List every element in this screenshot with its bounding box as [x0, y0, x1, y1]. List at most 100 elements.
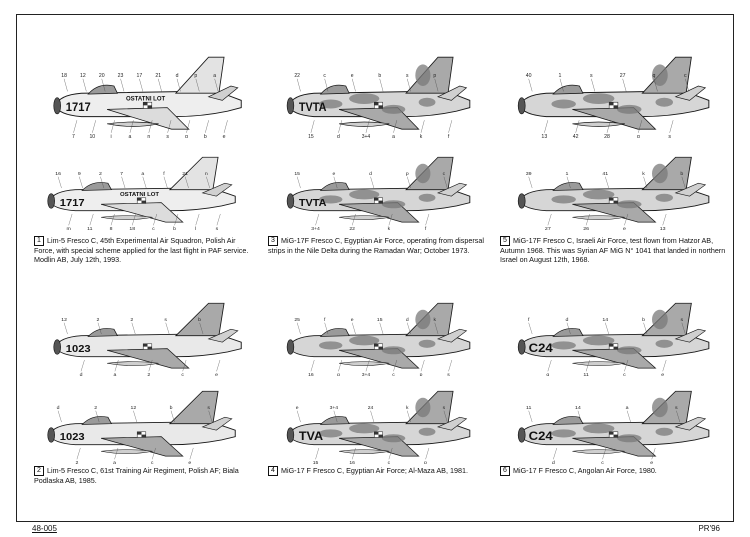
- camo-patch: [418, 193, 436, 202]
- tailplane: [674, 182, 707, 197]
- callout-label: 3+4: [330, 405, 339, 411]
- callout-label: f: [528, 317, 530, 323]
- callout-label: c: [323, 73, 326, 79]
- callout-label: 3+4: [362, 134, 371, 138]
- callout-label: 21: [182, 171, 188, 177]
- callout-label: d: [176, 73, 179, 79]
- camo-patch: [582, 423, 615, 434]
- camo-patch: [349, 335, 380, 346]
- drop-tank: [572, 361, 625, 366]
- camo-patch: [652, 397, 668, 418]
- national-marking: [374, 343, 383, 350]
- callout-label: 3+4: [362, 372, 371, 376]
- callout-label: 15: [294, 171, 300, 177]
- aircraft-serial: 1023: [66, 343, 91, 355]
- callout-label: g: [546, 372, 549, 376]
- tailplane: [674, 85, 707, 101]
- callout-label: 1: [566, 171, 569, 177]
- callout-label: j: [110, 134, 112, 138]
- camo-patch: [318, 195, 343, 204]
- tail-fin: [174, 302, 225, 337]
- air-intake: [517, 427, 526, 443]
- drop-tank: [339, 215, 390, 220]
- camo-patch: [418, 427, 436, 436]
- camo-patch: [318, 99, 343, 109]
- drop-tank: [339, 449, 390, 454]
- callout-label: c: [388, 461, 391, 464]
- callout-label: e: [351, 318, 354, 323]
- sheet-tag: PR'96: [698, 524, 720, 533]
- callout-label: 2: [97, 317, 100, 323]
- decal-sheet: [16, 14, 734, 522]
- callout-label: 9: [78, 171, 81, 177]
- callout-label: k: [642, 171, 645, 177]
- tailplane: [201, 416, 233, 431]
- callout-label: s: [207, 405, 210, 411]
- camo-patch: [652, 163, 668, 184]
- drop-tank: [572, 449, 625, 454]
- camo-patch: [655, 339, 673, 348]
- air-intake: [53, 97, 61, 115]
- caption-5-number: 5: [500, 236, 510, 246]
- callout-label: 11: [583, 372, 589, 376]
- callout-label: 2: [94, 405, 97, 411]
- callout-label: 7: [72, 134, 75, 138]
- canopy: [87, 84, 119, 95]
- tailplane: [674, 416, 707, 431]
- callout-label: e: [650, 460, 653, 464]
- air-intake: [47, 193, 55, 209]
- canopy: [552, 84, 584, 95]
- canopy: [319, 84, 350, 95]
- callout-label: 11: [87, 226, 93, 230]
- sheet-code: 48-005: [32, 524, 57, 533]
- canopy: [552, 416, 584, 425]
- callout-label: k: [406, 405, 409, 411]
- callout-label: 16: [308, 372, 314, 376]
- camo-patch: [617, 104, 642, 114]
- canopy: [81, 416, 113, 425]
- camo-patch: [551, 341, 576, 350]
- air-intake: [517, 193, 526, 209]
- aircraft-serial: C24: [529, 429, 553, 442]
- tailplane: [674, 328, 707, 343]
- canopy: [319, 182, 350, 191]
- callout-label: n: [205, 171, 208, 177]
- camo-patch: [381, 200, 406, 209]
- caption-4-text: MiG-17 F Fresco C, Egyptian Air Force; A…: [281, 466, 468, 475]
- aircraft-serial: 1023: [60, 431, 85, 443]
- callout-label: q: [653, 73, 656, 79]
- callout-label: p: [420, 373, 423, 376]
- fuselage-lettering: OSTATNI LOT: [126, 95, 165, 102]
- callout-label: 21: [155, 73, 161, 79]
- callout-label: 2: [130, 317, 133, 323]
- callout-label: e: [661, 372, 664, 376]
- callout-label: 12: [61, 317, 67, 323]
- callout-label: 28: [604, 134, 610, 138]
- caption-2-number: 2: [34, 466, 44, 476]
- camo-patch: [551, 99, 576, 109]
- callout-label: g: [637, 134, 640, 138]
- camo-patch: [349, 423, 380, 434]
- callout-label: 13: [541, 134, 547, 138]
- camo-patch: [652, 64, 668, 86]
- callout-label: g: [337, 373, 340, 376]
- drop-tank: [572, 215, 625, 220]
- camo-patch: [415, 309, 431, 330]
- caption-6-text: MiG-17 F Fresco C, Angolan Air Force, 19…: [513, 466, 657, 475]
- callout-label: g: [185, 134, 188, 138]
- callout-label: d: [57, 405, 60, 411]
- callout-label: f: [163, 171, 165, 177]
- callout-label: 25: [294, 317, 300, 323]
- callout-label: c: [623, 372, 626, 376]
- canopy: [552, 328, 584, 337]
- callout-label: m: [67, 226, 71, 230]
- tail-fin: [168, 156, 219, 191]
- callout-label: 27: [620, 73, 626, 79]
- caption-1-text: Lim-5 Fresco C, 45th Experimental Air Sq…: [34, 236, 249, 264]
- callout-label: b: [378, 73, 381, 79]
- drop-tank: [339, 361, 390, 366]
- camo-patch: [418, 97, 436, 107]
